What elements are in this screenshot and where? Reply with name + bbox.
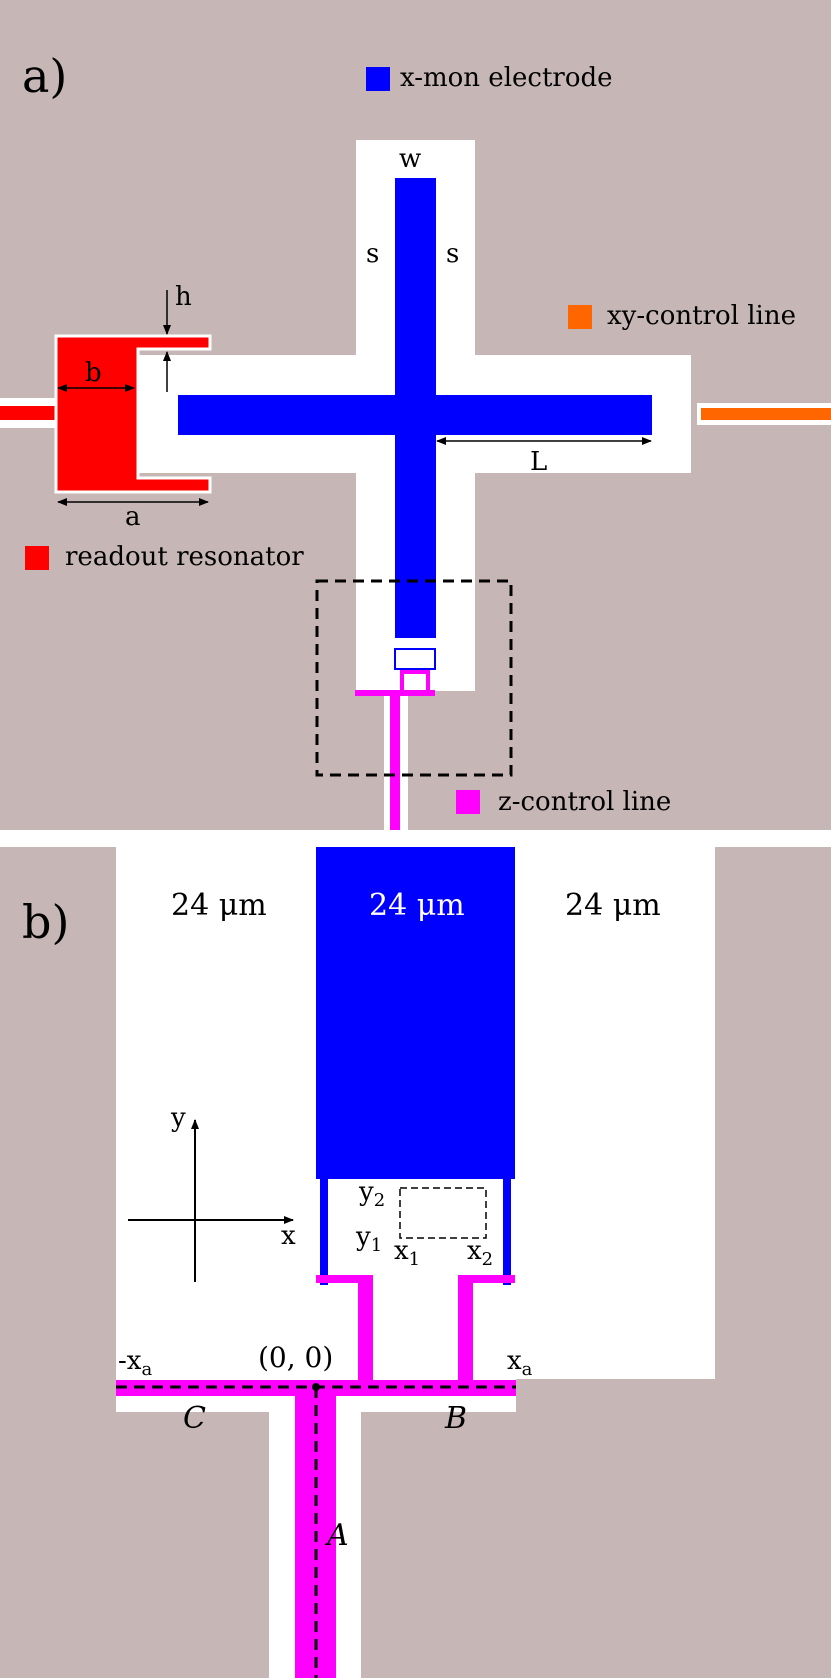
squid-loop	[400, 670, 430, 690]
width-center-label: 24 μm	[369, 888, 465, 923]
panel-b-tag: b)	[22, 895, 69, 949]
mark-x2: x2	[467, 1236, 493, 1270]
mark-y2: y2	[358, 1177, 385, 1211]
axis-x-label: x	[281, 1221, 296, 1251]
junction-lead-left	[320, 1179, 328, 1285]
legend-z-label: z-control line	[498, 787, 671, 817]
z-line-crossbar	[355, 690, 435, 696]
dim-a-label: a	[125, 502, 141, 532]
xmon-electrode-end	[316, 847, 515, 1179]
mark-origin: (0, 0)	[258, 1341, 333, 1374]
integration-box	[399, 1187, 487, 1239]
dim-h-label: h	[175, 282, 192, 312]
mark-y1: y1	[355, 1222, 382, 1256]
legend-xy-label: xy-control line	[607, 301, 796, 331]
legend-readout-label: readout resonator	[65, 542, 304, 572]
readout-feed-line	[0, 406, 58, 420]
legend-z-swatch	[456, 790, 480, 814]
legend-xmon-swatch	[366, 67, 390, 91]
dim-s-right-label: s	[446, 239, 459, 269]
z-pad-left	[316, 1275, 373, 1283]
panel-a: a) x-mon electrode xy-control line reado…	[0, 0, 831, 830]
mark-xa: xa	[507, 1346, 533, 1380]
origin-point	[312, 1383, 320, 1391]
dim-s-left-label: s	[366, 239, 379, 269]
junction-gap	[394, 648, 436, 670]
panel-b: b) 24 μm 24 μm 24 μm x y y2 y1 x1 x2 -xa…	[0, 847, 831, 1678]
segment-C-label: C	[183, 1401, 206, 1436]
z-stub-right	[458, 1275, 473, 1385]
width-left-label: 24 μm	[171, 888, 267, 923]
junction-lead-right	[503, 1179, 511, 1285]
legend-xmon-label: x-mon electrode	[400, 63, 613, 93]
panel-divider	[0, 830, 831, 847]
z-stub-left	[358, 1275, 373, 1385]
dim-L-label: L	[530, 447, 547, 477]
readout-claw	[54, 334, 212, 494]
xy-control-line	[701, 408, 831, 420]
zoom-box	[315, 579, 513, 777]
segment-A-label: A	[324, 1518, 349, 1553]
mark-x1: x1	[394, 1236, 420, 1270]
mark-neg-xa: -xa	[118, 1346, 152, 1380]
axis-y-label: y	[170, 1103, 186, 1133]
legend-readout-swatch	[25, 546, 49, 570]
panel-a-tag: a)	[22, 49, 67, 103]
dim-w-label: w	[399, 144, 421, 174]
segment-B-label: B	[444, 1401, 467, 1436]
width-right-label: 24 μm	[565, 888, 661, 923]
legend-xy-swatch	[568, 305, 592, 329]
dim-b-label: b	[85, 358, 102, 388]
z-control-line	[390, 694, 400, 830]
xmon-arm-horizontal	[178, 395, 652, 435]
z-pad-right	[458, 1275, 515, 1283]
